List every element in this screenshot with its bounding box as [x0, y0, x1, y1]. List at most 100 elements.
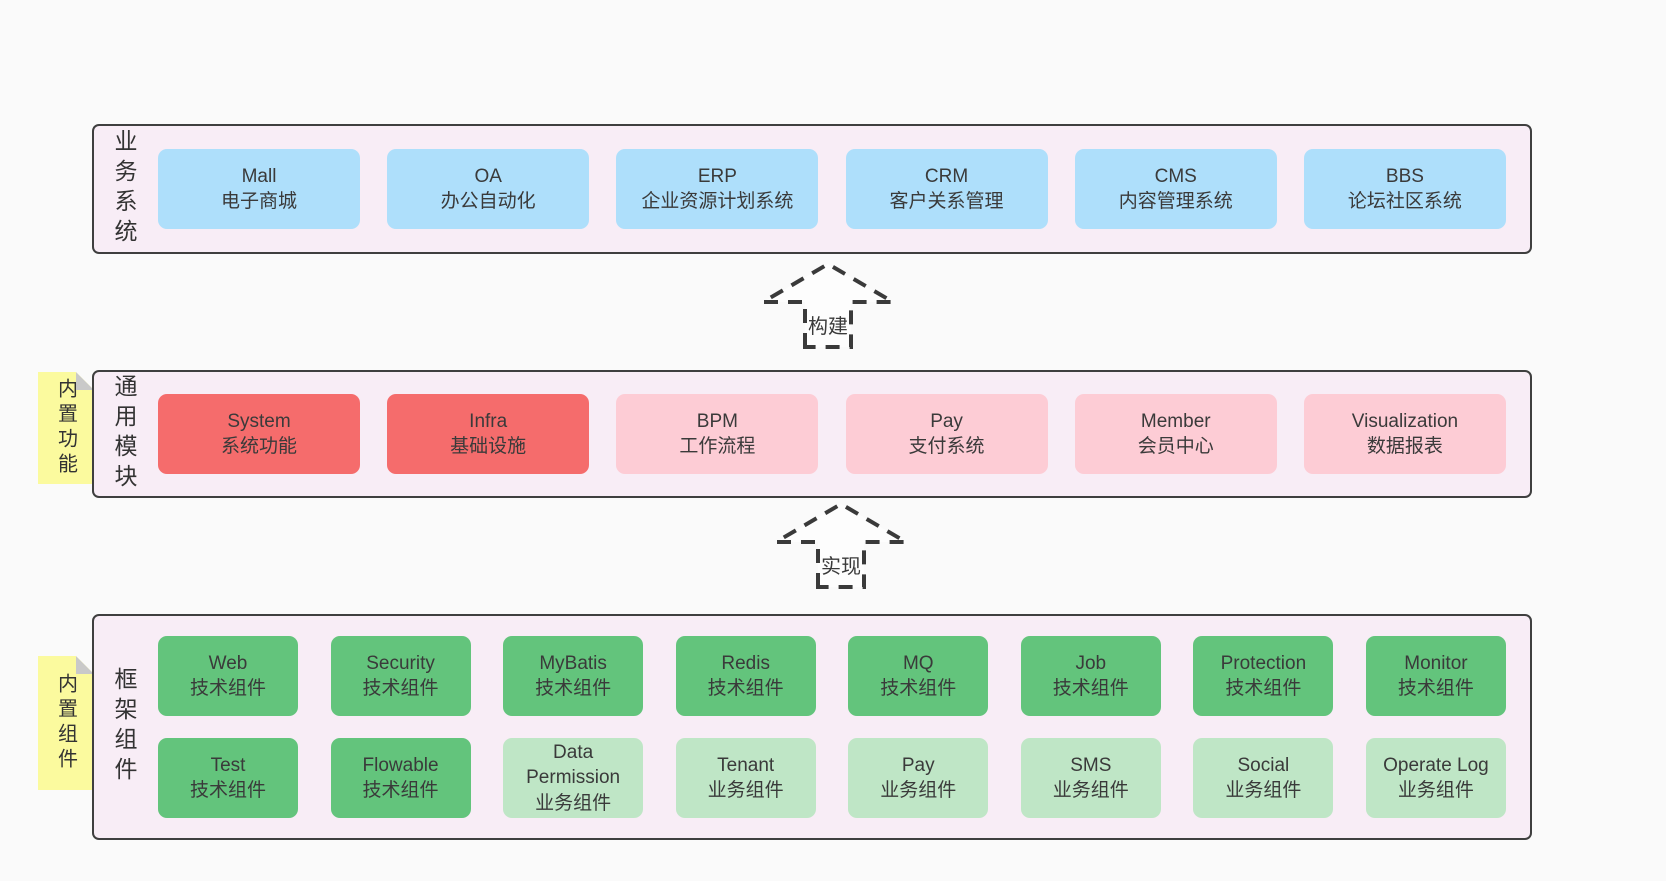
box-visualization: Visualization 数据报表: [1303, 394, 1506, 474]
box-title: CMS: [1154, 165, 1197, 187]
box-desc: 支付系统: [908, 436, 985, 457]
box-title: Flowable: [362, 754, 439, 776]
box-desc: 电子商城: [220, 191, 297, 212]
box-title: System: [227, 410, 291, 432]
box-title: BPM: [696, 410, 738, 432]
box-desc: 技术组件: [707, 678, 784, 699]
box-flowable: Flowable 技术组件: [330, 738, 471, 818]
panel-business-systems: 业务系统 Mall 电子商城 OA 办公自动化 ERP 企业资源计划系统 CRM 客户关系管理…: [92, 124, 1532, 254]
box-desc: 业务组件: [535, 792, 612, 814]
box-title: Pay: [901, 754, 935, 776]
box-title: Security: [366, 652, 435, 674]
box-oa: OA 办公自动化: [387, 149, 590, 229]
sticky-note-label: 内置组件: [54, 673, 77, 773]
box-title: Infra: [469, 410, 508, 432]
box-title: BBS: [1385, 165, 1424, 187]
box-system: System 系统功能: [158, 394, 360, 474]
implement-arrow: 实现: [766, 498, 916, 590]
box-title: Operate Log: [1383, 754, 1489, 776]
box-title: Member: [1140, 410, 1211, 432]
arrow-label: 构建: [807, 310, 849, 339]
dashed-up-arrow-icon: [755, 261, 901, 349]
box-title: CRM: [924, 165, 969, 187]
box-monitor: Monitor 技术组件: [1365, 636, 1506, 716]
box-member: Member 会员中心: [1074, 394, 1277, 474]
box-title: Protection: [1220, 652, 1307, 674]
box-security: Security 技术组件: [330, 636, 471, 716]
box-desc: 业务组件: [1225, 780, 1302, 801]
box-desc: 办公自动化: [440, 191, 536, 212]
box-erp: ERP 企业资源计划系统: [616, 149, 819, 229]
box-desc: 技术组件: [880, 678, 957, 699]
box-title: OA: [474, 165, 502, 187]
box-desc: 论坛社区系统: [1347, 191, 1462, 212]
box-desc: 工作流程: [679, 436, 756, 457]
box-redis: Redis 技术组件: [675, 636, 816, 716]
box-title: Mall: [241, 165, 277, 187]
sticky-note-builtin-components: 内置组件: [38, 656, 94, 790]
box-crm: CRM 客户关系管理: [845, 149, 1048, 229]
box-desc: 技术组件: [362, 678, 439, 699]
box-desc: 技术组件: [1397, 678, 1474, 699]
box-title: Visualization: [1351, 410, 1459, 432]
box-desc: 技术组件: [1052, 678, 1129, 699]
box-bpm: BPM 工作流程: [616, 394, 819, 474]
box-desc: 业务组件: [707, 780, 784, 801]
box-mall: Mall 电子商城: [158, 149, 360, 229]
box-job: Job 技术组件: [1020, 636, 1161, 716]
box-title: Data Permission: [526, 742, 621, 789]
box-title: MQ: [902, 652, 934, 674]
box-desc: 业务组件: [880, 780, 957, 801]
box-tenant: Tenant 业务组件: [675, 738, 816, 818]
box-desc: 技术组件: [362, 780, 439, 801]
box-desc: 业务组件: [1397, 780, 1474, 801]
box-title: Test: [210, 754, 246, 776]
box-desc: 技术组件: [189, 780, 266, 801]
arrow-label: 实现: [820, 550, 862, 579]
box-title: Monitor: [1404, 652, 1468, 674]
panel-label: 业务系统: [111, 129, 137, 249]
box-infra: Infra 基础设施: [387, 394, 590, 474]
box-desc: 基础设施: [450, 436, 527, 457]
box-operate-log: Operate Log 业务组件: [1365, 738, 1506, 818]
box-desc: 技术组件: [535, 678, 612, 699]
box-title: Tenant: [717, 754, 775, 776]
box-desc: 系统功能: [220, 436, 297, 457]
panel-label: 框架组件: [111, 667, 137, 787]
box-title: MyBatis: [539, 652, 607, 674]
box-desc: 客户关系管理: [889, 191, 1004, 212]
box-title: SMS: [1070, 754, 1112, 776]
box-desc: 数据报表: [1366, 436, 1443, 457]
box-title: Job: [1075, 652, 1107, 674]
sticky-note-builtin-features: 内置功能: [38, 372, 94, 484]
box-desc: 会员中心: [1137, 436, 1214, 457]
box-title: ERP: [697, 165, 737, 187]
box-desc: 企业资源计划系统: [641, 191, 794, 212]
box-pay: Pay 业务组件: [848, 738, 989, 818]
box-web: Web 技术组件: [158, 636, 298, 716]
panel-label: 通用模块: [111, 374, 137, 494]
sticky-note-label: 内置功能: [54, 378, 77, 478]
box-test: Test 技术组件: [158, 738, 298, 818]
box-data-permission: Data Permission 业务组件: [503, 738, 644, 818]
box-desc: 技术组件: [189, 678, 266, 699]
box-bbs: BBS 论坛社区系统: [1303, 149, 1506, 229]
dashed-up-arrow-icon: [768, 501, 914, 589]
box-title: Web: [208, 652, 248, 674]
box-title: Social: [1237, 754, 1290, 776]
box-title: Redis: [721, 652, 770, 674]
